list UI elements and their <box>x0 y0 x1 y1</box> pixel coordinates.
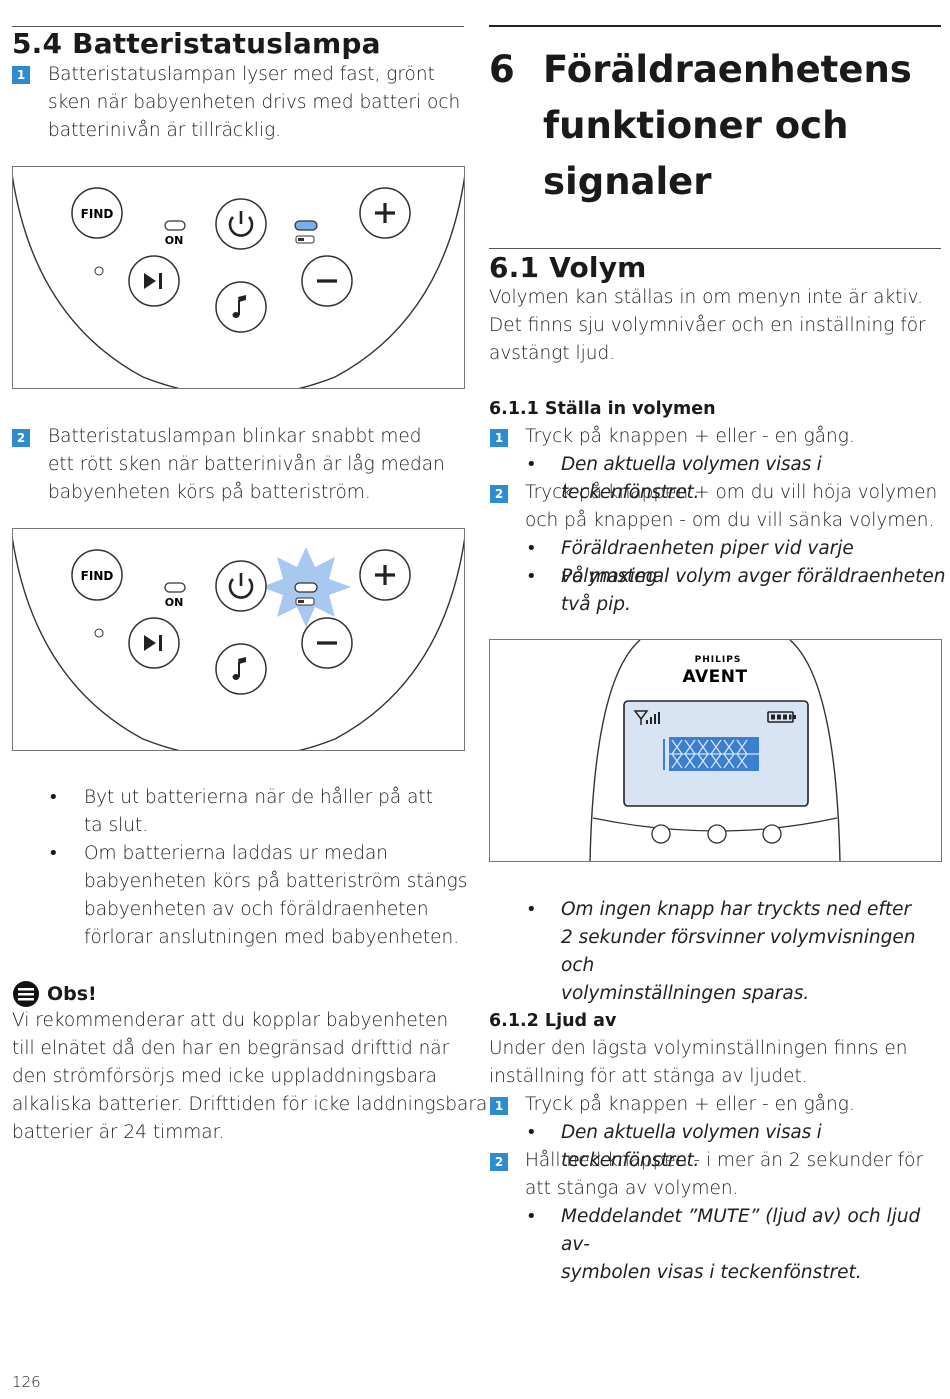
volume-step1: Tryck på knappen + eller - en gång. <box>525 426 855 447</box>
bullet-dot: • <box>526 454 537 475</box>
music-button <box>215 643 267 695</box>
step-badge-2: 2 <box>490 485 508 503</box>
volume-intro: Volymen kan ställas in om menyn inte är … <box>489 287 926 364</box>
section-title-5-4: 5.4 Batteristatuslampa <box>12 27 381 60</box>
page-number: 126 <box>12 1373 41 1391</box>
mute-step1: Tryck på knappen + eller - en gång. <box>525 1094 855 1115</box>
svg-text:FIND: FIND <box>81 207 114 221</box>
on-led <box>164 582 186 593</box>
volume-step2: Tryck på knappen + om du vill höja volym… <box>525 482 938 531</box>
note-icon <box>13 981 39 1007</box>
top-rule-right <box>489 25 941 27</box>
volume-level-bars <box>663 737 759 771</box>
bullet-batteries-drained: Om batterierna laddas ur medan babyenhet… <box>84 843 468 948</box>
step-badge-1: 1 <box>490 429 508 447</box>
find-button: FIND <box>71 549 123 601</box>
battery-full-icon <box>767 711 796 723</box>
bullet-dot: • <box>526 538 537 559</box>
step-badge-2: 2 <box>12 429 30 447</box>
bullet-dot: • <box>526 899 537 920</box>
mute-step2-bullet: Meddelandet ”MUTE” (ljud av) och ljud av… <box>561 1206 921 1283</box>
svg-text:FIND: FIND <box>81 569 114 583</box>
signal-icon <box>633 710 660 725</box>
bullet-dot: • <box>48 843 59 864</box>
power-icon <box>228 578 254 599</box>
subsection-6-1-2: 6.1.2 Ljud av <box>489 1011 617 1031</box>
play-pause-button <box>128 617 180 669</box>
bullet-replace-batteries: Byt ut batterierna när de håller på att … <box>84 787 433 836</box>
subsection-6-1-1: 6.1.1 Ställa in volymen <box>489 399 716 419</box>
brand-avent: AVENT <box>682 667 747 687</box>
volume-step1-bullet: Den aktuella volymen visas i teckenfönst… <box>561 454 822 503</box>
step2-text: Batteristatuslampan blinkar snabbt med e… <box>48 426 445 503</box>
find-button: FIND <box>71 187 123 239</box>
battery-led-flashing <box>294 582 318 593</box>
minus-button <box>301 255 353 307</box>
volume-saved-note: Om ingen knapp har tryckts ned efter 2 s… <box>561 899 916 1004</box>
section-title-6-1: 6.1 Volym <box>489 251 647 284</box>
on-label: ON <box>165 596 184 609</box>
bullet-dot: • <box>526 1122 537 1143</box>
battery-icon <box>295 235 315 244</box>
bullet-dot: • <box>48 787 59 808</box>
brand-philips: PHILIPS <box>695 655 742 665</box>
lcd-screen <box>623 700 809 807</box>
parent-unit-figure: PHILIPS AVENT <box>489 639 942 862</box>
device-button-right <box>762 824 782 844</box>
on-label: ON <box>165 234 184 247</box>
step-badge-1: 1 <box>490 1097 508 1115</box>
music-button <box>215 281 267 333</box>
control-panel-figure-flashing: FIND ON <box>12 528 465 751</box>
step-badge-1: 1 <box>12 66 30 84</box>
step-badge-2: 2 <box>490 1153 508 1171</box>
play-pause-icon <box>144 273 156 289</box>
control-panel-figure-green: FIND ON <box>12 166 465 389</box>
power-button <box>215 198 267 250</box>
bullet-dot: • <box>526 566 537 587</box>
rule-6-1 <box>489 248 941 249</box>
chapter-number: 6 <box>489 48 515 91</box>
on-led <box>164 220 186 231</box>
play-pause-icon <box>144 635 156 651</box>
power-button <box>215 560 267 612</box>
minus-button <box>301 617 353 669</box>
battery-led-lit <box>294 220 318 231</box>
chapter-title: Föräldraenhetens funktioner och signaler <box>543 48 912 203</box>
play-pause-button <box>128 255 180 307</box>
bullet-dot: • <box>526 1206 537 1227</box>
battery-icon <box>295 597 315 606</box>
mute-step2: Håll ned knappen - i mer än 2 sekunder f… <box>525 1150 924 1199</box>
device-button-left <box>651 824 671 844</box>
mute-intro: Under den lägsta volyminställningen finn… <box>489 1038 908 1087</box>
volume-step2-bullet2: På maximal volym avger föräldraenheten t… <box>561 566 946 615</box>
top-rule-left <box>12 26 464 27</box>
step1-text: Batteristatuslampan lyser med fast, grön… <box>48 64 461 141</box>
power-icon <box>228 216 254 237</box>
note-label: Obs! <box>47 983 97 1005</box>
mute-step1-bullet: Den aktuella volymen visas i teckenfönst… <box>561 1122 822 1171</box>
plus-button <box>359 549 411 601</box>
volume-step2-bullet1: Föräldraenheten piper vid varje volymste… <box>561 538 854 587</box>
note-text: Vi rekommenderar att du kopplar babyenhe… <box>12 1010 488 1143</box>
device-button-center <box>707 824 727 844</box>
plus-button <box>359 187 411 239</box>
